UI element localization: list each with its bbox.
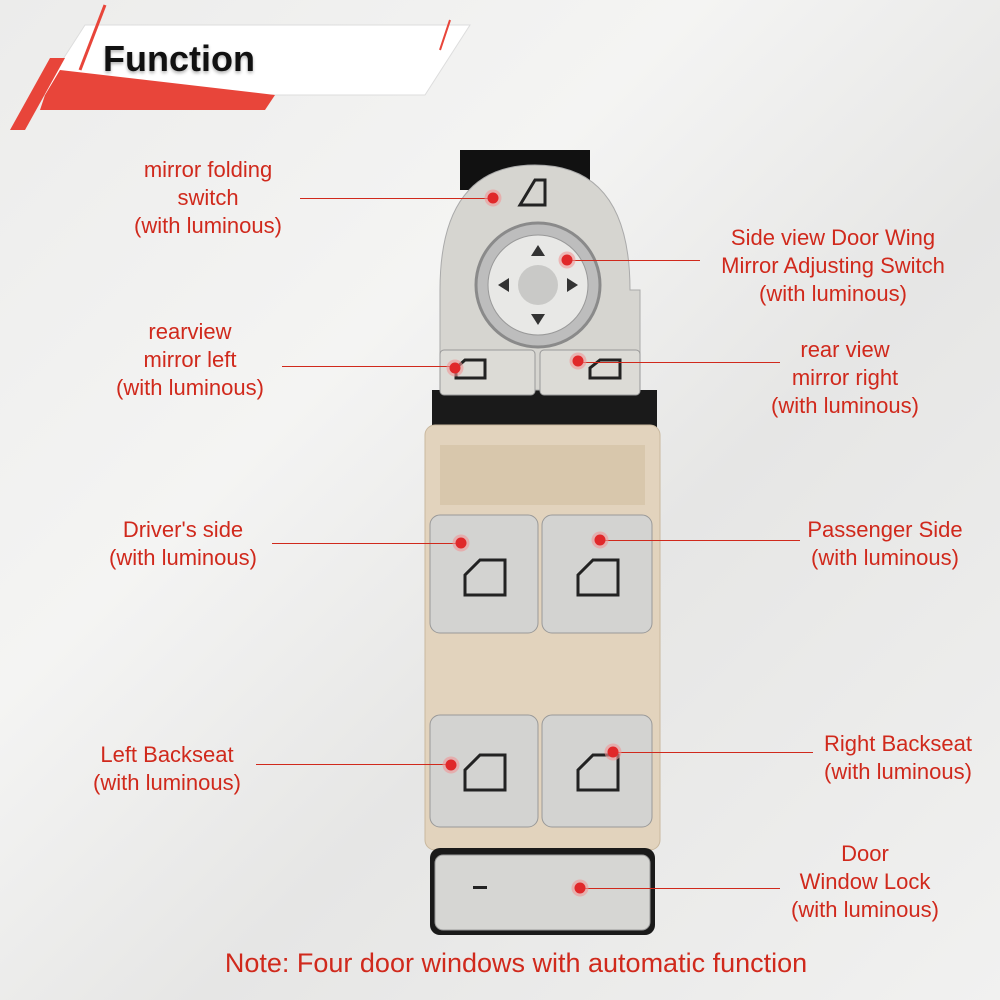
mirror-joystick (518, 265, 558, 305)
hotspot-dot (574, 882, 586, 894)
page-title: Function (103, 38, 255, 79)
hotspot-dot (561, 254, 573, 266)
note-text: Note: Four door windows with automatic f… (224, 948, 808, 978)
right-backseat-button (541, 714, 653, 828)
label-right-backseat: Right Backseat(with luminous) (824, 731, 972, 784)
hotspot-dot (455, 537, 467, 549)
label-left-backseat: Left Backseat(with luminous) (93, 742, 241, 795)
window-lock-button (434, 854, 651, 931)
left-backseat-button (429, 714, 539, 828)
label-passenger-side: Passenger Side(with luminous) (807, 517, 963, 570)
hotspot-dot (445, 759, 457, 771)
hotspot-dot (449, 362, 461, 374)
hotspot-dot (607, 746, 619, 758)
hotspot-dot (572, 355, 584, 367)
hotspot-dot (594, 534, 606, 546)
passenger-window-button (541, 514, 653, 634)
hotspot-dot (487, 192, 499, 204)
label-driver-side: Driver's side(with luminous) (109, 517, 257, 570)
driver-window-button (429, 514, 539, 634)
